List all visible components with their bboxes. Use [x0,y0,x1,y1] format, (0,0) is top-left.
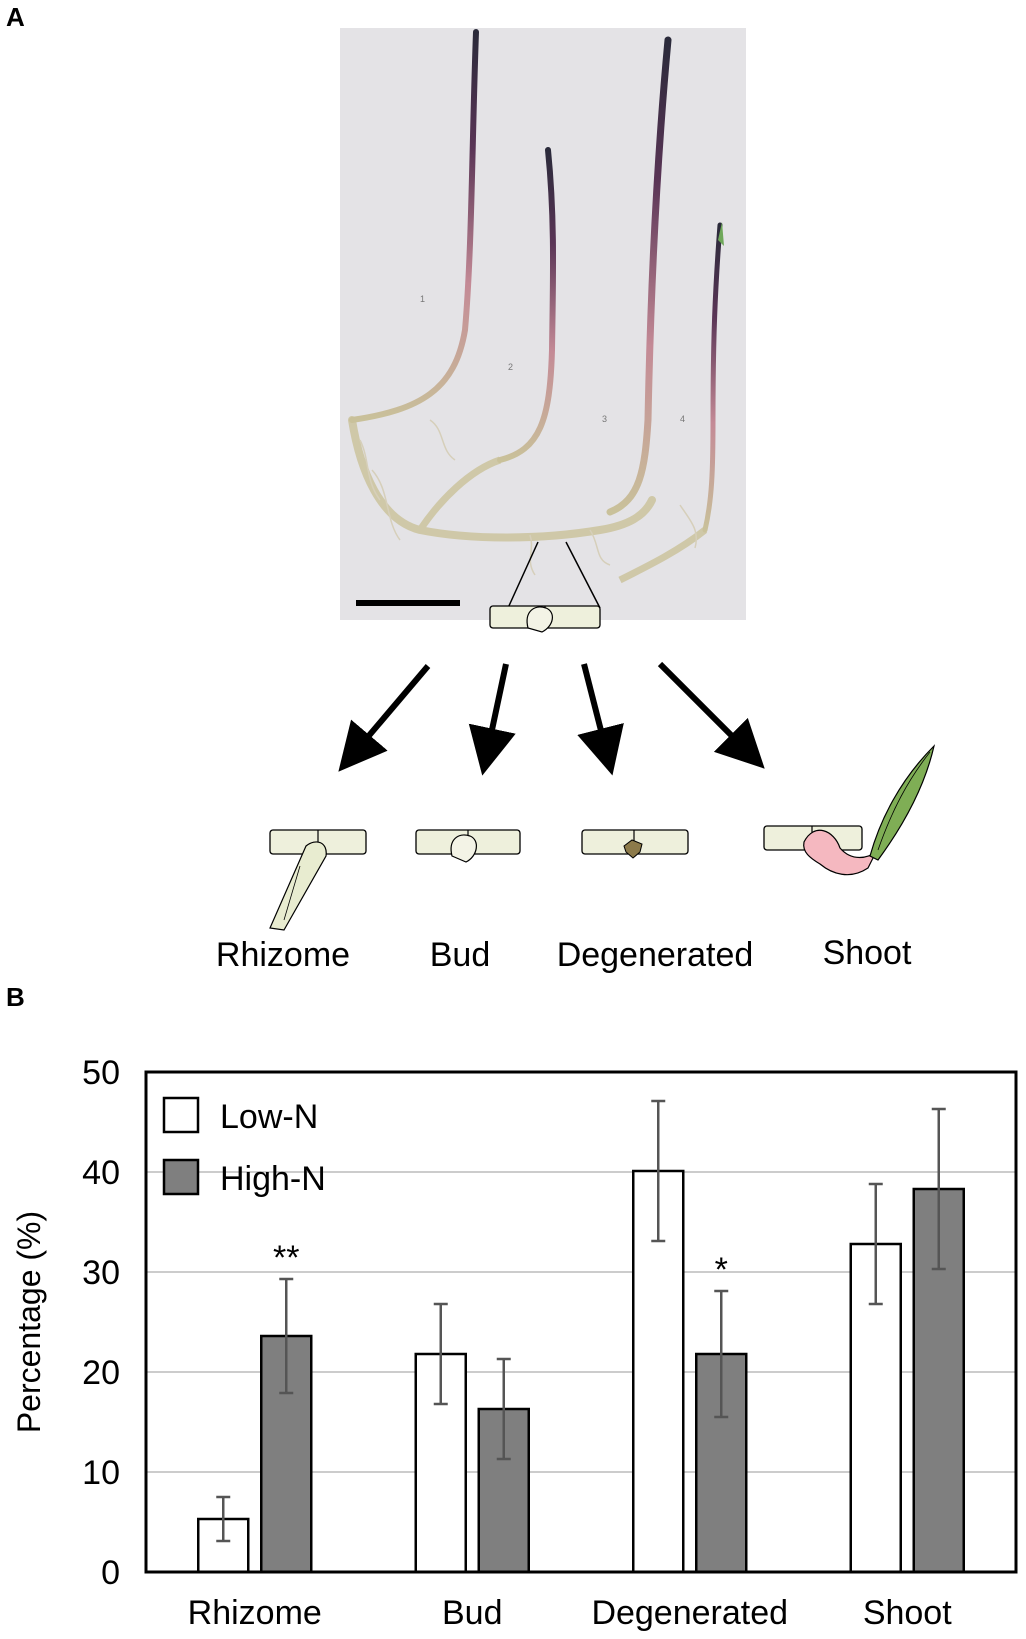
y-axis-label: Percentage (%) [11,1211,47,1433]
significance-mark: ** [273,1239,299,1277]
legend: Low-N High-N [162,1096,326,1198]
legend-label-high-n: High-N [220,1160,326,1198]
rhizome-branch-right [618,527,708,584]
photo-mark-4: 4 [680,414,685,424]
scale-bar [356,600,460,606]
significance-marks: *** [273,1239,728,1289]
x-category-labels: Rhizome Bud Degenerated Shoot [188,1594,953,1632]
outcome-arrows [338,661,765,776]
bar [477,1407,530,1574]
diagram-panel: 1 2 3 4 [216,28,936,974]
bar [695,1352,748,1574]
photo-mark-1: 1 [420,294,425,304]
photo-mark-3: 3 [602,414,607,424]
shoot-3 [606,36,672,516]
legend-label-low-n: Low-N [220,1098,318,1136]
outcome-label-rhizome: Rhizome [216,936,350,974]
photo-background [340,28,746,620]
panel-a-label: A [6,2,25,32]
rhizome-icon [269,829,367,931]
panel-b-label: B [6,982,25,1012]
shoot-1 [349,29,479,423]
plant-photo: 1 2 3 4 [340,28,746,620]
bar [849,1242,902,1574]
outcome-label-bud: Bud [430,936,491,974]
error-bars [216,1099,946,1543]
significance-mark: * [715,1251,728,1289]
roots [359,419,697,576]
legend-swatch-low-n [162,1096,200,1134]
outcome-label-shoot: Shoot [823,934,912,972]
degenerated-icon [581,829,689,859]
arrow-rhizome [338,664,431,772]
bars [197,1169,965,1574]
shoot-icon [763,744,936,876]
zoom-line-right [565,541,601,609]
bud-icon [415,829,521,863]
bar [260,1334,313,1574]
bar [912,1187,965,1574]
node-schematic [489,605,601,633]
y-tick-label: 50 [82,1054,120,1092]
y-tick-labels: 0 10 20 30 40 50 [82,1054,120,1592]
zoom-line-left [507,541,539,609]
shoot-4 [702,222,723,533]
x-category-label: Rhizome [188,1594,322,1632]
shoot-2 [497,147,557,463]
y-tick-label: 0 [101,1554,120,1592]
outcome-label-degenerated: Degenerated [557,936,754,974]
y-tick-label: 40 [82,1154,120,1192]
gridlines [146,1171,1016,1473]
y-tick-label: 30 [82,1254,120,1292]
x-category-label: Degenerated [591,1594,788,1632]
bar [632,1169,685,1574]
x-category-label: Shoot [863,1594,952,1632]
plot-frame [144,1070,1018,1574]
arrow-degenerated [577,663,624,776]
shoot-4-tip [718,222,724,246]
y-tick-label: 10 [82,1454,120,1492]
legend-swatch-high-n [162,1158,200,1196]
arrow-bud [468,663,516,776]
bar [414,1352,467,1574]
rhizome-branch [417,456,502,532]
bar [197,1517,250,1574]
x-category-label: Bud [442,1594,503,1632]
arrow-shoot [657,661,765,769]
y-tick-label: 20 [82,1354,120,1392]
photo-mark-2: 2 [508,362,513,372]
